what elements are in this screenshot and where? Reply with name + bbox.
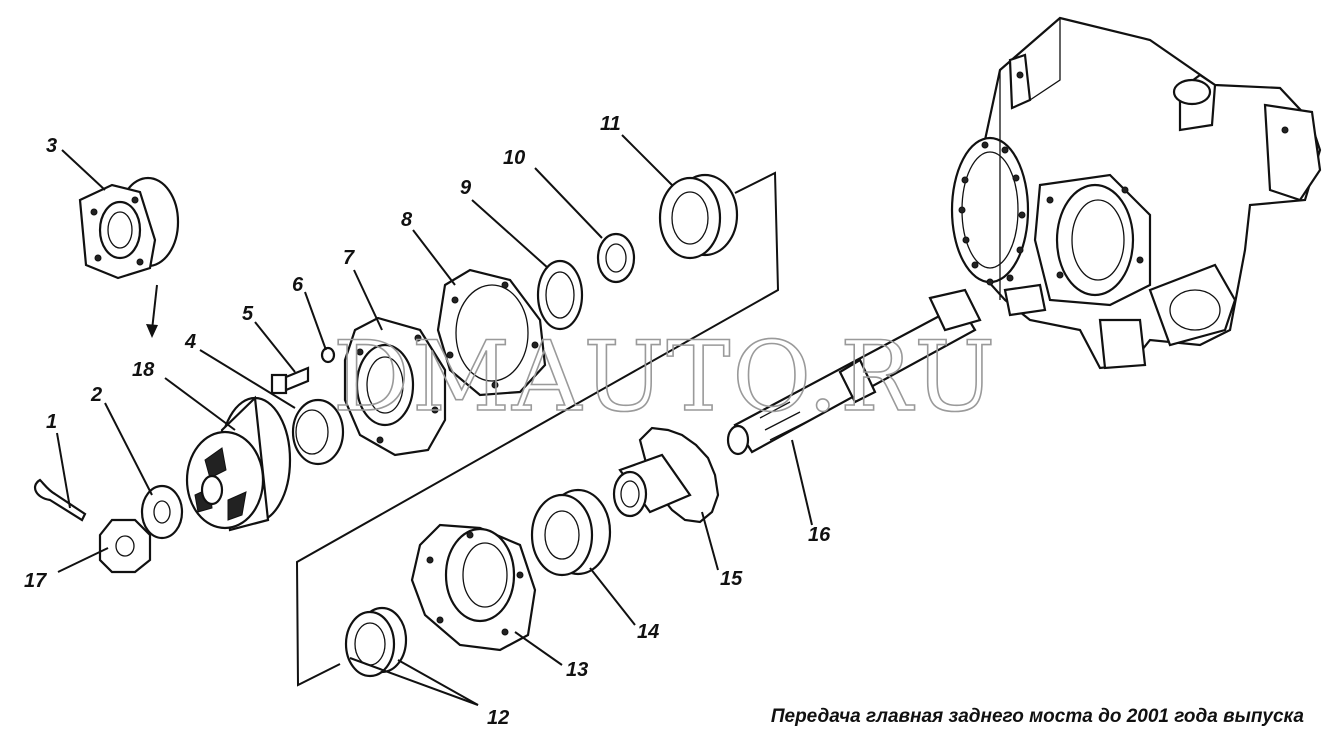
label-17: 17 <box>24 570 47 592</box>
part-11-bearing <box>658 173 739 260</box>
leader-lines <box>56 134 813 706</box>
part-16-shaft <box>726 288 982 456</box>
axle-housing <box>950 16 1322 370</box>
label-4: 4 <box>184 331 196 353</box>
watermark: DMAUTO.RU <box>333 321 997 433</box>
label-16: 16 <box>808 524 831 546</box>
callout-labels: 1 2 3 4 5 6 7 8 9 10 11 12 13 14 15 16 1… <box>24 113 831 729</box>
label-11: 11 <box>600 113 621 135</box>
label-6: 6 <box>292 274 304 296</box>
label-1: 1 <box>46 411 57 433</box>
part-4-seal <box>291 398 345 466</box>
part-13-bearing-housing <box>410 523 537 652</box>
assembly-arrow <box>146 284 158 338</box>
part-15-gear <box>612 426 720 524</box>
part-17-castle-nut <box>98 518 152 574</box>
part-12-shims <box>344 606 408 678</box>
part-3-flange <box>78 176 180 280</box>
part-5-bolt <box>270 366 310 395</box>
assembly-bracket <box>295 171 780 687</box>
label-15: 15 <box>720 568 743 590</box>
label-8: 8 <box>401 209 413 231</box>
part-9-ring <box>536 259 584 331</box>
label-10: 10 <box>503 147 525 169</box>
part-2-washer <box>140 484 184 540</box>
label-13: 13 <box>566 659 588 681</box>
label-7: 7 <box>343 247 355 269</box>
label-3: 3 <box>46 135 57 157</box>
part-1-cotter-pin <box>33 478 87 522</box>
label-5: 5 <box>242 303 254 325</box>
part-14-bearing <box>530 488 612 577</box>
part-8-gasket <box>436 268 547 397</box>
part-6-washer <box>320 346 336 364</box>
label-18: 18 <box>132 359 155 381</box>
part-7-bearing-cup <box>343 316 447 457</box>
part-10-retaining-ring <box>596 232 636 284</box>
label-12: 12 <box>487 707 509 729</box>
part-18-flange-drum <box>185 395 292 532</box>
diagram-caption: Передача главная заднего моста до 2001 г… <box>770 706 1304 727</box>
label-2: 2 <box>90 384 102 406</box>
label-9: 9 <box>460 177 472 199</box>
label-14: 14 <box>637 621 659 643</box>
